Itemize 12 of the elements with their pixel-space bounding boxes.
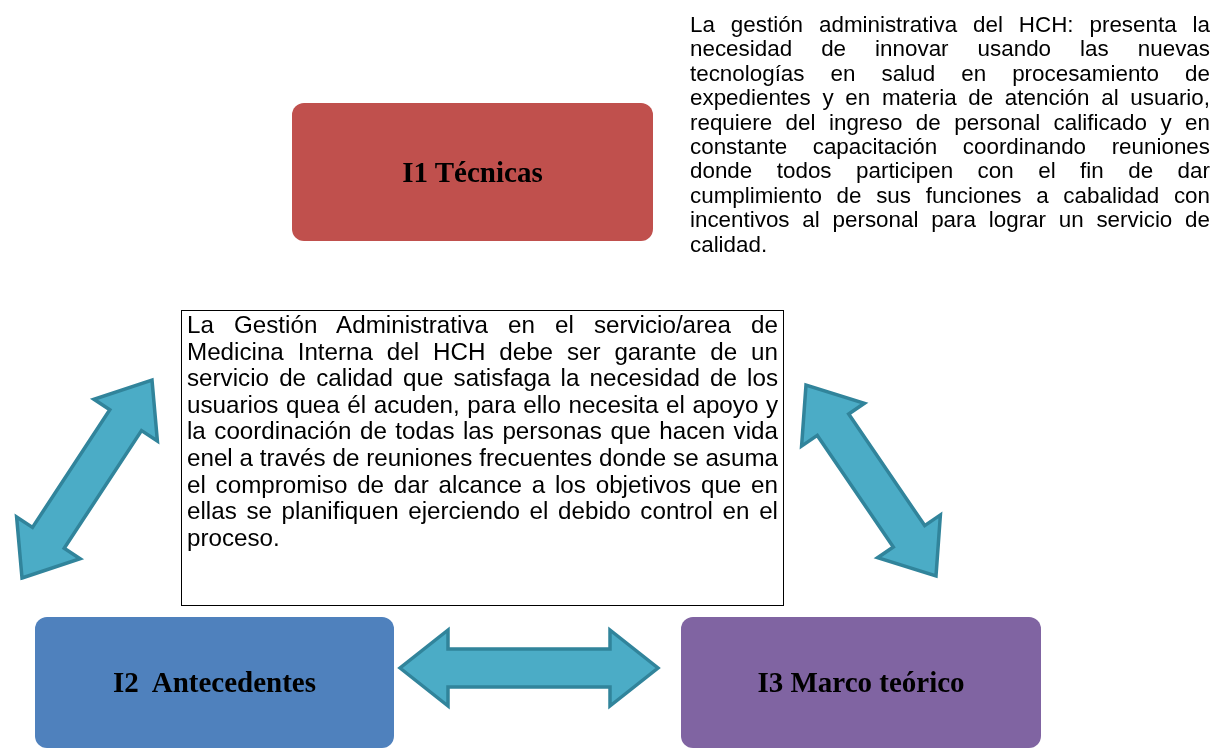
topic-box — [681, 617, 1041, 748]
topic-title: I3 Marco teórico — [757, 666, 965, 699]
double-arrow — [397, 626, 661, 710]
topic-box — [35, 617, 394, 748]
double-arrow — [14, 377, 160, 581]
paragraph: La Gestión Administrativa en el servicio/area de Medicina Interna del HCH debe ser garante de un servicio de calidad que satisfaga la necesidad de los usuarios quea él acuden, para ello necesita el apoyo y la coordinación de todas las personas que hacen vida enel a través de reuniones frecuentes donde se asuma el compromiso de dar alcance a los objetivos que en ellas se planifiquen ejerciendo el debido control en el proceso. — [187, 312, 778, 552]
double-arrow — [799, 382, 943, 579]
topic-title: I2 Antecedentes — [113, 666, 316, 699]
text-box — [181, 310, 784, 606]
topic-box — [292, 103, 653, 241]
topic-title: I1 Técnicas — [402, 155, 543, 189]
paragraph: La gestión administrativa del HCH: presenta la necesidad de innovar usando las nuevas tecnologías en salud en procesamiento de expedientes y en materia de atención al usuario, requiere del ingreso de personal calificado y en constante capacitación coordinando reuniones donde todos participen con el fin de dar cumplimiento de sus funciones a cabalidad con incentivos al personal para lograr un servicio de calidad. — [690, 13, 1210, 258]
